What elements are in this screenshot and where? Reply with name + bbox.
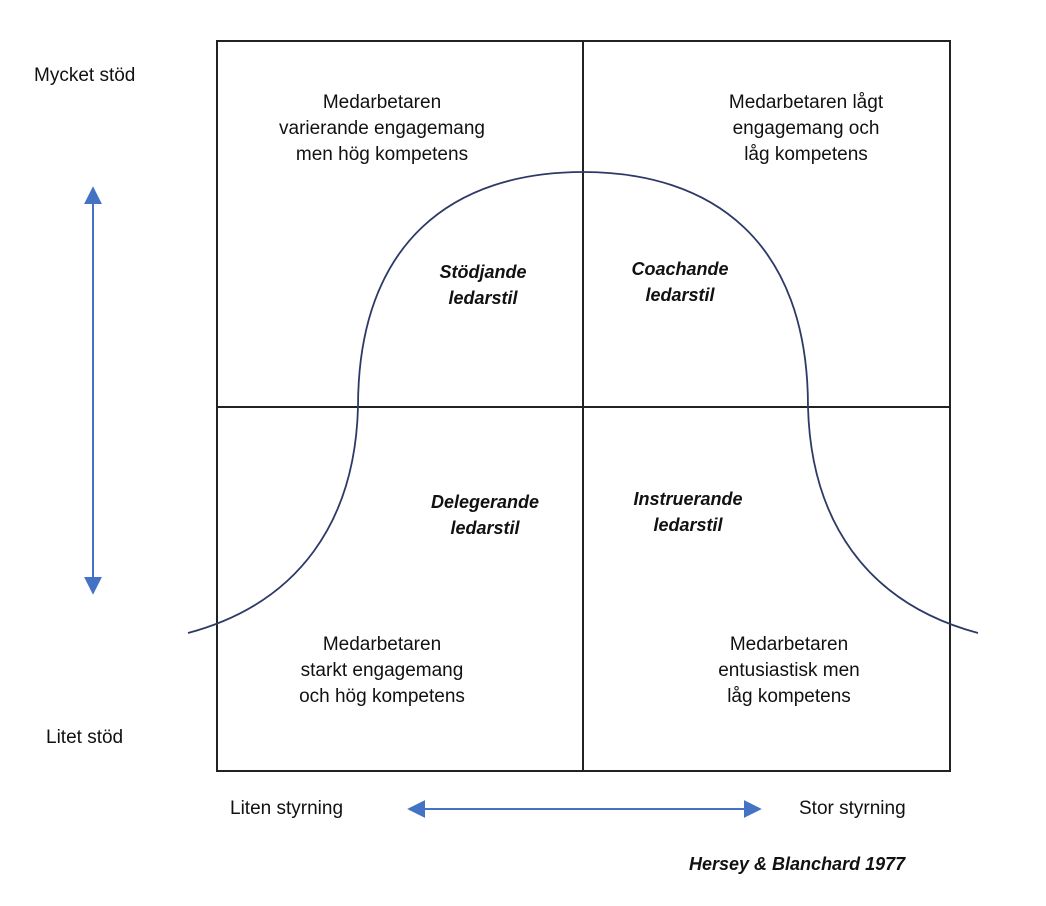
coaching-style-label: Coachande ledarstil — [631, 259, 729, 305]
delegating-style-label: Delegerande ledarstil — [430, 492, 540, 538]
x-axis-left-label: Liten styrning — [230, 798, 344, 819]
y-axis-top-label: Mycket stöd — [34, 65, 136, 86]
bottom-right-description: Medarbetaren entusiastisk men låg kompet… — [718, 634, 860, 707]
y-axis-bottom-label: Litet stöd — [46, 727, 124, 748]
top-left-description: Medarbetaren varierande engagemang men h… — [279, 92, 485, 165]
x-axis-right-label: Stor styrning — [799, 798, 906, 819]
supporting-style-label: Stödjande ledarstil — [439, 262, 527, 308]
bottom-left-description: Medarbetaren starkt engagemang och hög k… — [299, 634, 465, 707]
directing-style-label: Instruerande ledarstil — [633, 489, 743, 535]
leadership-curve — [187, 171, 979, 634]
source-credit: Hersey & Blanchard 1977 — [689, 854, 906, 874]
top-right-description: Medarbetaren lågt engagemang och låg kom… — [728, 92, 884, 165]
